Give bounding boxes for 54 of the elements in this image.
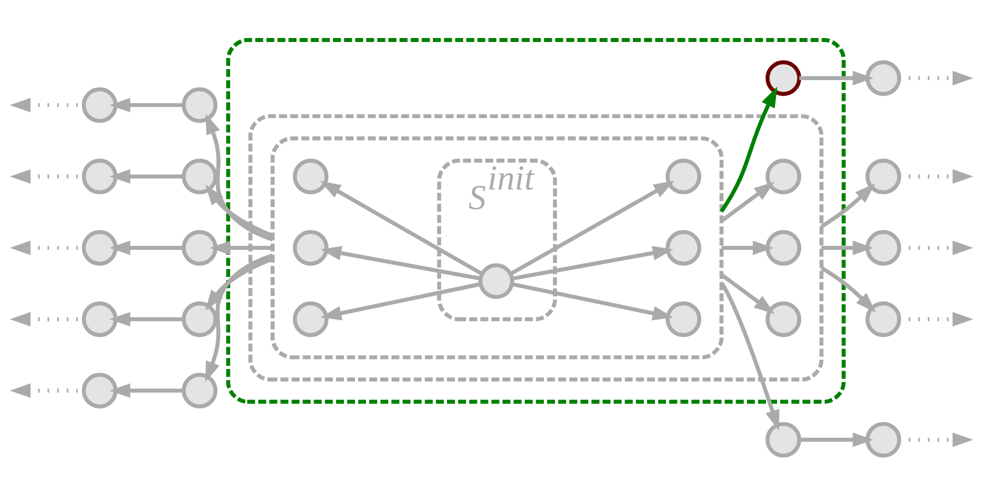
arrow [110, 97, 184, 112]
arrow [512, 282, 674, 320]
node-circle [82, 300, 118, 337]
arrow [799, 70, 874, 85]
node-circle [182, 86, 218, 122]
arrow [720, 86, 778, 212]
node-circle [766, 158, 802, 194]
arrow [205, 252, 274, 382]
arrow [205, 184, 274, 238]
arrow [206, 113, 274, 241]
arrow [320, 282, 481, 320]
arrow [821, 240, 874, 255]
arrow [110, 312, 184, 326]
node-circle [182, 158, 218, 194]
node-circle [666, 230, 702, 266]
node-circle [182, 230, 218, 266]
node-circle [766, 230, 802, 266]
node-circle [82, 158, 118, 194]
cluster [226, 38, 846, 404]
arrow [320, 180, 483, 275]
node-circle [865, 158, 902, 194]
node-circle [182, 300, 218, 337]
arrow [205, 256, 274, 310]
node-circle [82, 86, 118, 122]
cluster [248, 114, 824, 381]
arrow [320, 245, 481, 280]
node-circle [292, 230, 328, 266]
node-circle [766, 300, 802, 337]
node-circle [82, 230, 118, 266]
node-circle [766, 421, 802, 458]
node-circle [182, 372, 218, 408]
arrow [510, 180, 674, 276]
node-circle [766, 60, 802, 96]
node-circle [865, 300, 902, 337]
arrow [820, 182, 876, 228]
node-circle [666, 300, 702, 337]
node-circle [865, 230, 902, 266]
arrow [110, 382, 184, 398]
node-circle [865, 60, 902, 96]
arrow [110, 240, 184, 255]
node-circle [865, 421, 902, 458]
arrow [799, 432, 874, 447]
node-circle [292, 158, 328, 194]
node-circle [666, 158, 702, 194]
arrow [210, 240, 273, 255]
arrow [820, 266, 876, 312]
node-circle [82, 372, 118, 408]
arrow [720, 281, 780, 430]
arrow [110, 168, 184, 184]
arrow [722, 240, 774, 255]
node-circle [292, 300, 328, 337]
node-circle [478, 262, 514, 298]
arrow [512, 245, 674, 280]
cluster [270, 136, 724, 359]
